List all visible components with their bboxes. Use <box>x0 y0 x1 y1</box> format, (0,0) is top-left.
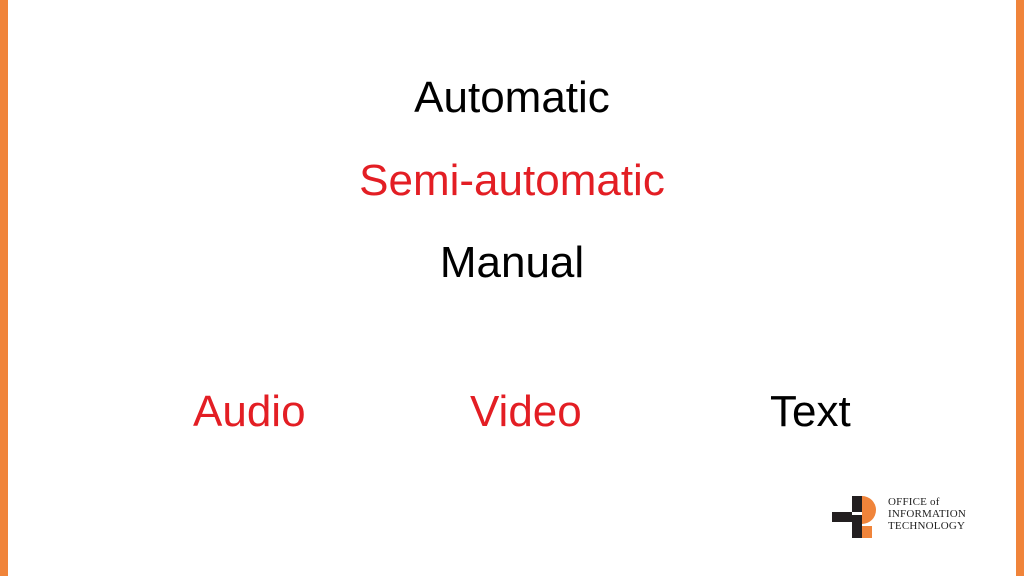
media-audio: Audio <box>193 387 306 436</box>
logo-orange-arc <box>862 496 876 524</box>
level-automatic: Automatic <box>414 73 610 122</box>
level-semi-automatic: Semi-automatic <box>359 156 665 205</box>
office-of-information-technology-logo: OFFICE of INFORMATION TECHNOLOGY <box>830 492 1000 542</box>
media-text: Text <box>770 387 851 436</box>
logo-notch <box>852 512 862 515</box>
logo-text: OFFICE of INFORMATION TECHNOLOGY <box>888 496 966 532</box>
oit-logo-icon <box>832 496 876 538</box>
logo-dark-bar <box>832 512 852 522</box>
logo-line-3: TECHNOLOGY <box>888 520 966 532</box>
media-video: Video <box>470 387 582 436</box>
logo-line-2: INFORMATION <box>888 508 966 520</box>
logo-line-1: OFFICE of <box>888 496 940 508</box>
level-manual: Manual <box>439 238 585 287</box>
logo-orange-block <box>862 526 872 538</box>
logo-dark-stem <box>852 496 862 538</box>
